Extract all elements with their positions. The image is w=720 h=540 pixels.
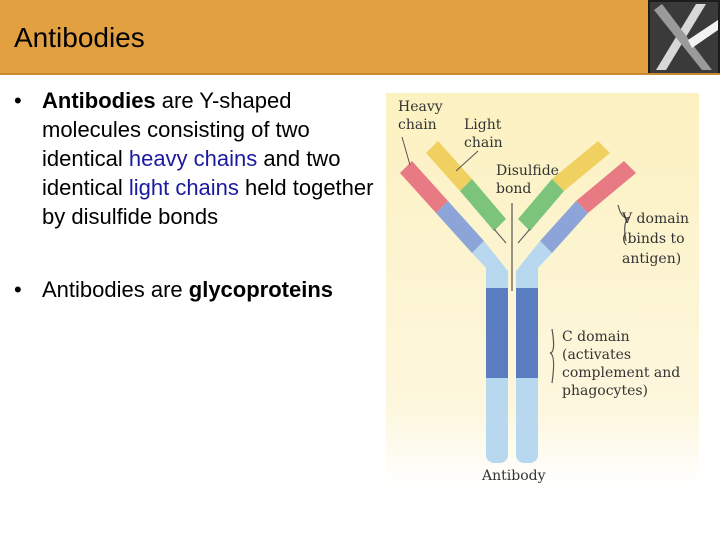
right-heavy-arm	[516, 161, 636, 288]
bullet-item: • Antibodies are glycoproteins	[14, 275, 374, 304]
bullet-text: Antibodies are	[42, 277, 189, 302]
antibody-diagram: Heavy chain Light chain Disulfide bond V…	[386, 93, 699, 488]
heavy-chains-term: heavy chains	[128, 146, 258, 171]
heavy-constant-domain-right	[516, 283, 538, 378]
right-light-arm	[518, 141, 610, 231]
bullet-text: are Y-shaped molecules consisting of two…	[42, 88, 310, 171]
light-chain-leader	[455, 150, 479, 172]
bullet-text: and two identical	[42, 146, 341, 200]
right-heavy-variable	[576, 161, 636, 213]
v-domain-bracket	[617, 204, 631, 242]
right-light-constant	[518, 179, 564, 231]
left-light-variable	[426, 141, 472, 191]
slide-title: Antibodies	[14, 22, 145, 53]
corner-decorative-image	[648, 0, 720, 75]
heavy-constant-domain-left	[486, 283, 508, 378]
light-chains-term: light chains	[128, 175, 239, 200]
heavy-chain-leader	[401, 136, 411, 166]
left-heavy-variable	[400, 161, 448, 213]
disulfide-bond-left	[493, 228, 507, 244]
left-heavy-arm	[400, 161, 508, 288]
c-domain-label: C domain (activates complement and phago…	[562, 329, 685, 399]
bold-term: Antibodies	[42, 88, 156, 113]
bullet-marker: •	[14, 88, 22, 113]
bullet-marker: •	[14, 277, 22, 302]
right-heavy-constant-upper	[540, 201, 588, 253]
right-heavy-hinge	[516, 241, 552, 288]
bullet-item: • Antibodies are Y-shaped molecules cons…	[14, 86, 374, 231]
light-chain-label: Light chain	[464, 117, 506, 151]
antibody-label: Antibody	[481, 468, 546, 484]
title-bar: Antibodies	[0, 0, 720, 75]
left-heavy-hinge	[472, 241, 508, 288]
c-domain-bracket	[549, 328, 555, 384]
heavy-chain-label: Heavy chain	[398, 99, 447, 133]
left-heavy-constant-upper	[436, 201, 484, 253]
disulfide-bond-label: Disulfide bond	[496, 163, 563, 197]
bold-term: glycoproteins	[188, 277, 334, 302]
left-light-arm	[426, 141, 506, 231]
bullet-text: held together by disulfide bonds	[42, 175, 374, 229]
right-light-variable	[552, 141, 610, 191]
bullet-list: • Antibodies are Y-shaped molecules cons…	[14, 86, 374, 348]
disulfide-bond-right	[517, 228, 531, 244]
v-domain-label: V domain (binds to antigen)	[621, 211, 694, 267]
left-light-constant	[460, 179, 506, 231]
